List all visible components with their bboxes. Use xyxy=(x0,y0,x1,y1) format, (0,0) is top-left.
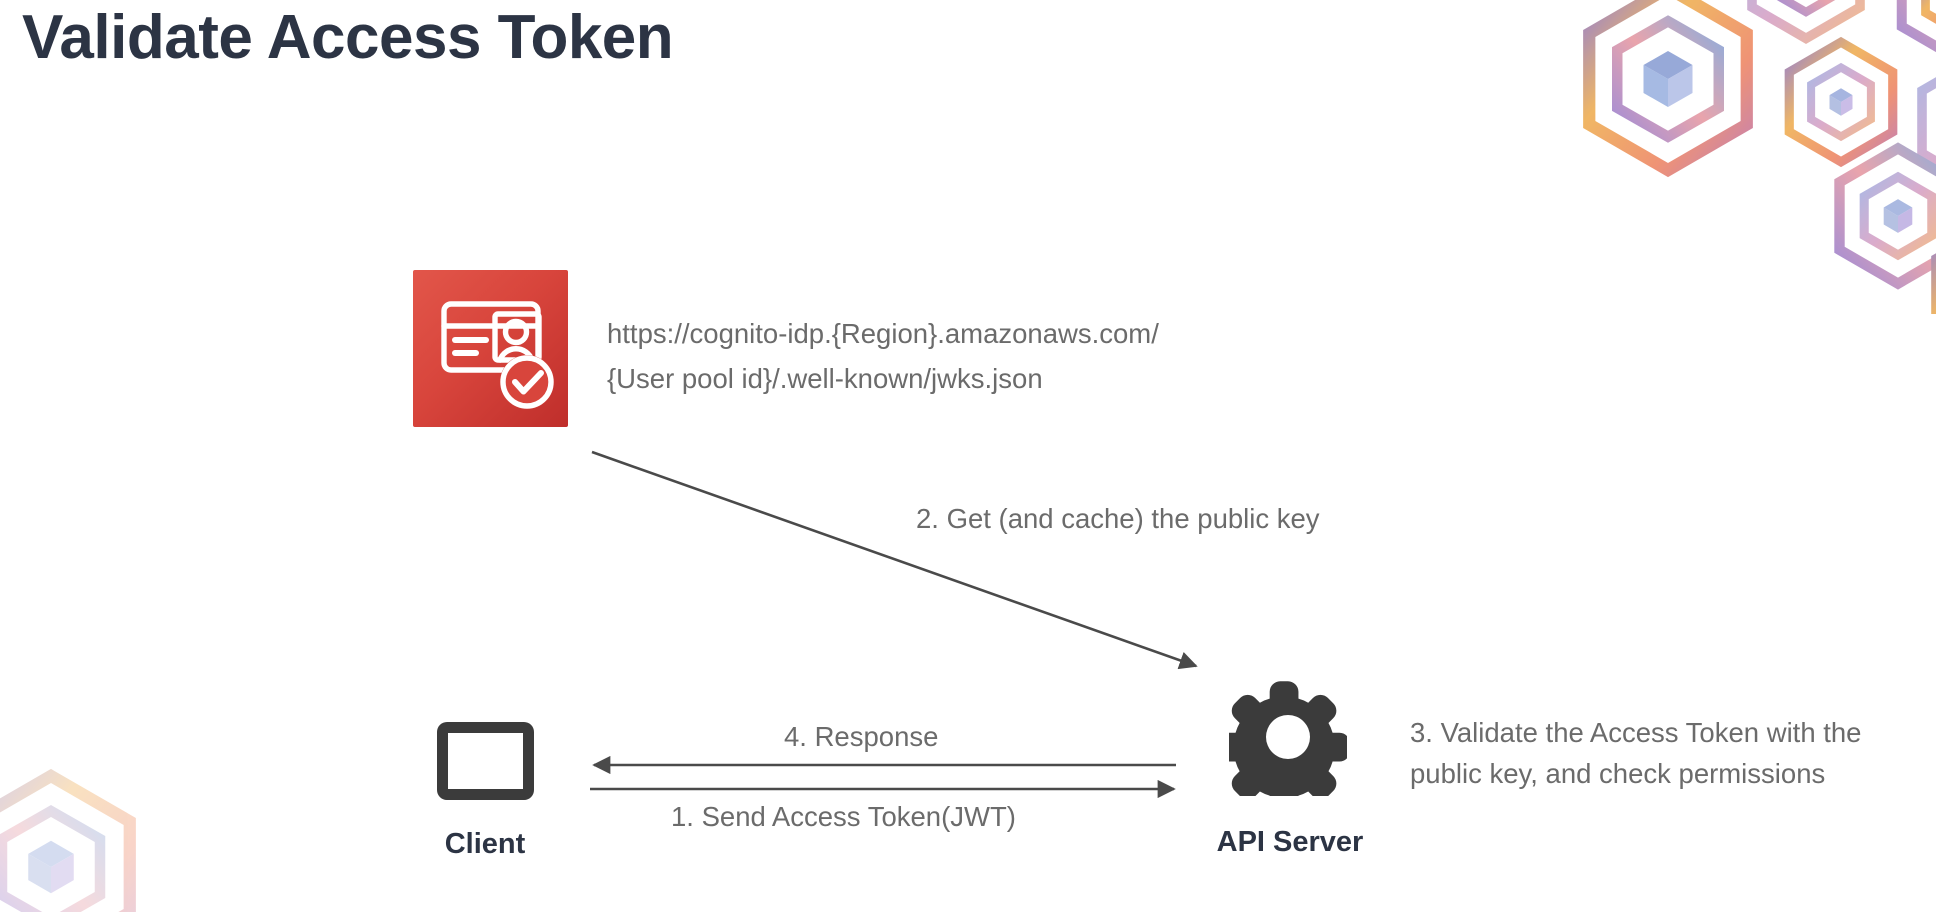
step-1-label: 1. Send Access Token(JWT) xyxy=(671,801,1016,832)
step-4-label: 4. Response xyxy=(784,721,939,752)
cognito-jwks-url: https://cognito-idp.{Region}.amazonaws.c… xyxy=(607,311,1159,401)
api-server-label: API Server xyxy=(1216,826,1364,858)
step-2-label: 2. Get (and cache) the public key xyxy=(916,503,1320,534)
step-3-label: 3. Validate the Access Token with the pu… xyxy=(1410,712,1930,794)
cognito-url-line-1: https://cognito-idp.{Region}.amazonaws.c… xyxy=(607,318,1159,349)
gear-icon xyxy=(1229,681,1347,796)
client-window-icon xyxy=(437,722,534,800)
client-label: Client xyxy=(444,828,526,860)
cognito-url-line-2: {User pool id}/.well-known/jwks.json xyxy=(607,363,1043,394)
aws-cognito-icon xyxy=(413,270,568,427)
step-3-line-1: 3. Validate the Access Token with the xyxy=(1410,717,1862,748)
page-title: Validate Access Token xyxy=(22,3,674,72)
step-3-line-2: public key, and check permissions xyxy=(1410,758,1826,789)
arrow-get-public-key xyxy=(591,450,1198,670)
